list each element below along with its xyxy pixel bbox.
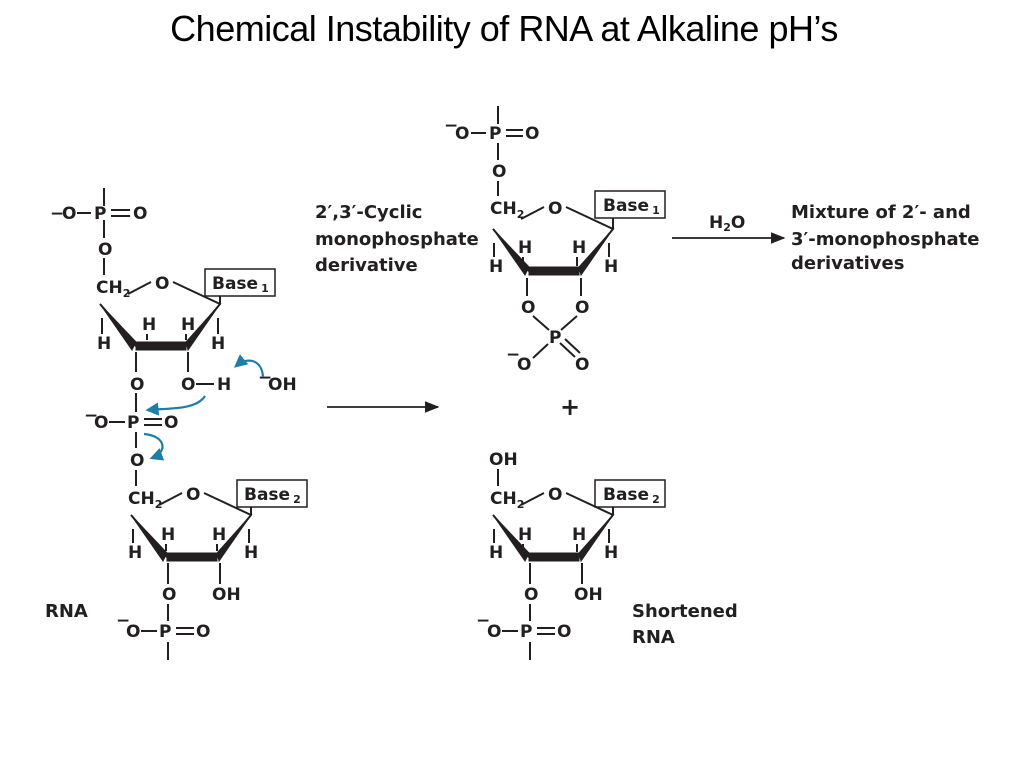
plus-sign: +	[560, 393, 580, 421]
atom-h: H	[212, 525, 226, 545]
cyclic-caption: monophosphate	[315, 229, 479, 250]
minus-sign: −	[506, 345, 520, 365]
atom-o: O	[162, 585, 176, 605]
minus-sign: −	[116, 611, 130, 631]
atom-o: O	[557, 622, 571, 642]
atom-o: O	[492, 162, 506, 182]
curved-arrow	[143, 432, 165, 461]
base1-box	[204, 268, 276, 297]
atom-o: O	[94, 413, 108, 433]
atom-p: P	[94, 204, 106, 224]
atom-h: H	[604, 543, 618, 563]
atom-h: H	[181, 315, 195, 335]
atom-o: O	[130, 375, 144, 395]
ring-oxygen: O	[155, 274, 169, 294]
ch2-group: CH2	[128, 489, 162, 511]
atom-o: O	[130, 451, 144, 471]
minus-sign: −	[84, 406, 98, 426]
cyclic-caption: derivative	[315, 255, 418, 276]
atom-h: H	[217, 375, 231, 395]
shortened-caption: Shortened	[632, 601, 738, 622]
atom-h: H	[142, 315, 156, 335]
atom-o: O	[126, 622, 140, 642]
shortened-caption: RNA	[632, 627, 675, 648]
atom-h: H	[604, 257, 618, 277]
minus-sign: −	[444, 116, 458, 136]
atom-o: O	[487, 622, 501, 642]
base2-box	[594, 479, 666, 508]
atom-h: H	[518, 525, 532, 545]
atom-p: P	[489, 124, 501, 144]
atom-h: H	[211, 334, 225, 354]
ch2-group: CH2	[96, 278, 130, 300]
atom-oh: OH	[489, 450, 518, 470]
atom-o: O	[575, 355, 589, 375]
mixture-caption: derivatives	[791, 253, 904, 274]
atom-o: O	[521, 298, 535, 318]
atom-p: P	[520, 622, 532, 642]
ch2-group: CH2	[490, 199, 524, 221]
atom-o: O	[525, 124, 539, 144]
atom-o: O	[164, 413, 178, 433]
ring-oxygen: O	[186, 485, 200, 505]
mixture-caption: Mixture of 2′- and	[791, 202, 971, 223]
minus-sign: −	[476, 611, 490, 631]
atom-h: H	[97, 334, 111, 354]
atom-o: O	[524, 585, 538, 605]
atom-o: O	[455, 124, 469, 144]
ring-oxygen: O	[548, 199, 562, 219]
atom-h: H	[128, 543, 142, 563]
atom-h: H	[518, 238, 532, 258]
curved-arrow	[145, 395, 206, 416]
cyclic-caption: 2′,3′-Cyclic	[315, 202, 422, 223]
atom-h: H	[489, 257, 503, 277]
slide-title: Chemical Instability of RNA at Alkaline …	[170, 8, 838, 49]
atom-o: O	[181, 375, 195, 395]
atom-h: H	[572, 525, 586, 545]
atom-h: H	[244, 543, 258, 563]
atom-h: H	[161, 525, 175, 545]
base1-box	[594, 190, 666, 219]
atom-o: O	[517, 355, 531, 375]
atom-p: P	[127, 413, 139, 433]
hydroxide-ion: OH	[268, 375, 297, 395]
atom-p: P	[159, 622, 171, 642]
ring-oxygen: O	[548, 485, 562, 505]
minus-sign: −	[50, 204, 64, 224]
atom-o: O	[196, 622, 210, 642]
mixture-caption: 3′-monophosphate	[791, 229, 979, 250]
atom-oh: OH	[212, 585, 241, 605]
atom-o: O	[133, 204, 147, 224]
rna-caption: RNA	[45, 601, 88, 622]
atom-o: O	[98, 240, 112, 260]
atom-o: O	[62, 204, 76, 224]
water-label: H2O	[709, 213, 745, 234]
ch2-group: CH2	[490, 489, 524, 511]
atom-o: O	[575, 298, 589, 318]
base2-box	[236, 479, 308, 508]
atom-h: H	[572, 238, 586, 258]
curved-arrow	[233, 354, 265, 378]
atom-oh: OH	[574, 585, 603, 605]
atom-h: H	[489, 543, 503, 563]
atom-p: P	[549, 328, 561, 348]
